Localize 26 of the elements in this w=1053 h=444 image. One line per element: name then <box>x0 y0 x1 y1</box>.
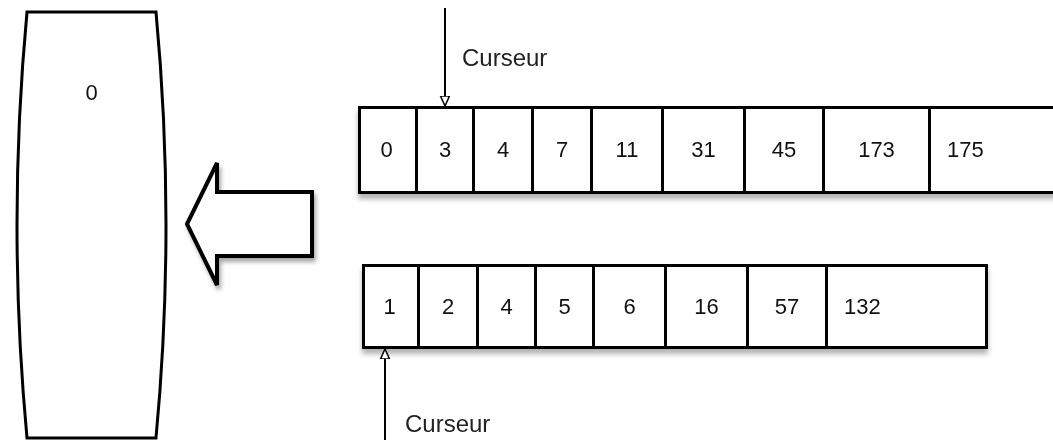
block-arrow <box>184 161 314 287</box>
value-text: 4 <box>500 293 513 320</box>
value-text: 16 <box>694 293 719 320</box>
array-box <box>358 106 1053 194</box>
array-box <box>362 264 988 349</box>
cursor-label: Curseur <box>405 410 491 438</box>
value-text: 57 <box>774 293 800 320</box>
value-text: 173 <box>858 137 895 163</box>
cursor-label: Curseur <box>462 44 548 72</box>
cursor-arrow <box>379 348 391 441</box>
value-text: 4 <box>496 137 510 163</box>
value-text: 2 <box>441 293 455 320</box>
value-text: 6 <box>623 293 636 320</box>
value-text: 31 <box>691 137 716 163</box>
value-text: 0 <box>380 137 393 163</box>
value-text: 5 <box>558 293 571 320</box>
value-text: 45 <box>771 137 797 163</box>
cursor-arrow <box>439 7 451 107</box>
value-text: 11 <box>615 137 639 163</box>
value-text: 175 <box>947 137 984 163</box>
value-text: 0 <box>85 80 98 106</box>
value-text: 132 <box>844 293 881 320</box>
storage-drum <box>13 10 170 440</box>
value-text: 7 <box>555 137 569 163</box>
value-text: 3 <box>438 137 452 163</box>
value-text: 1 <box>383 293 396 320</box>
